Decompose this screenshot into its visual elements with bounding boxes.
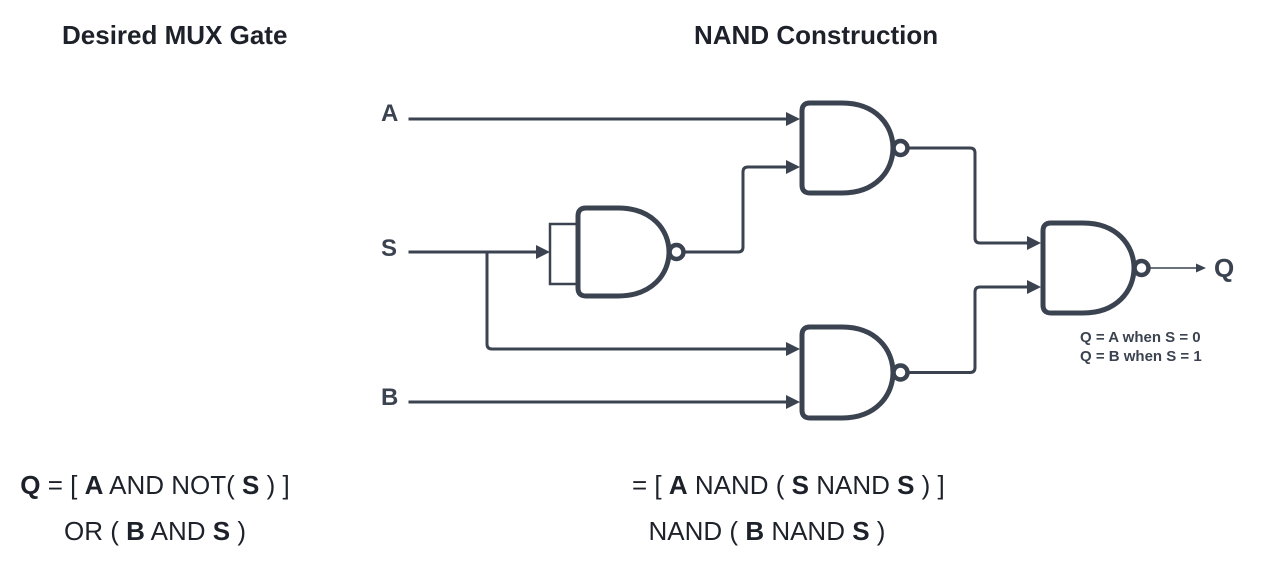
nand-formula-line-1: = [ A NAND ( S NAND S ) ] <box>632 470 945 500</box>
signal-label-b: B <box>381 384 399 411</box>
nand-gate-bottom <box>799 324 910 421</box>
inverter-input-tie-box <box>548 222 581 286</box>
nand-gate-inverter <box>575 205 686 299</box>
right-section-title: NAND Construction <box>694 20 939 50</box>
mux-boolean-formula: Q = [ A AND NOT( S ) ] OR ( B AND S ) <box>20 462 290 554</box>
wire-s-branch-to-bottom-gate <box>485 250 800 356</box>
nand-boolean-formula: = [ A NAND ( S NAND S ) ] NAND ( B NAND … <box>632 462 945 554</box>
arrowhead-icon <box>1196 263 1206 273</box>
wire-input-a <box>408 112 800 126</box>
nand-gate-top <box>799 100 910 196</box>
arrowhead-icon <box>536 245 550 259</box>
arrowhead-icon <box>786 395 800 409</box>
arrowhead-icon <box>1027 236 1041 250</box>
nand-gate-output <box>1040 220 1151 316</box>
nand-formula-line-2: NAND ( B NAND S ) <box>648 516 886 546</box>
arrowhead-icon <box>786 160 800 174</box>
inversion-bubble-icon <box>891 138 910 158</box>
signal-label-s: S <box>381 235 398 262</box>
signal-label-q: Q <box>1214 253 1235 283</box>
arrowhead-icon <box>1027 280 1041 294</box>
inversion-bubble-icon <box>1132 258 1151 278</box>
arrowhead-icon <box>786 112 800 126</box>
output-behavior-line-2: Q = B when S = 1 <box>1080 348 1202 365</box>
inversion-bubble-icon <box>891 363 910 382</box>
wire-output-q <box>1149 263 1206 273</box>
wire-top-gate-out-to-output-gate <box>906 146 1041 250</box>
output-behavior-note: Q = A when S = 0 Q = B when S = 1 <box>1080 328 1202 366</box>
wire-input-s <box>408 245 550 259</box>
arrowhead-icon <box>786 342 800 356</box>
wire-input-b <box>408 395 800 409</box>
mux-formula-line-1: Q = [ A AND NOT( S ) ] <box>20 470 290 500</box>
wire-inverter-out-to-top-gate <box>682 160 800 254</box>
inversion-bubble-icon <box>667 242 686 262</box>
wire-bottom-gate-out-to-output-gate <box>906 280 1041 374</box>
signal-label-a: A <box>381 100 399 127</box>
output-behavior-line-1: Q = A when S = 0 <box>1080 329 1201 346</box>
left-section-title: Desired MUX Gate <box>62 20 288 50</box>
mux-formula-line-2: OR ( B AND S ) <box>63 516 247 546</box>
